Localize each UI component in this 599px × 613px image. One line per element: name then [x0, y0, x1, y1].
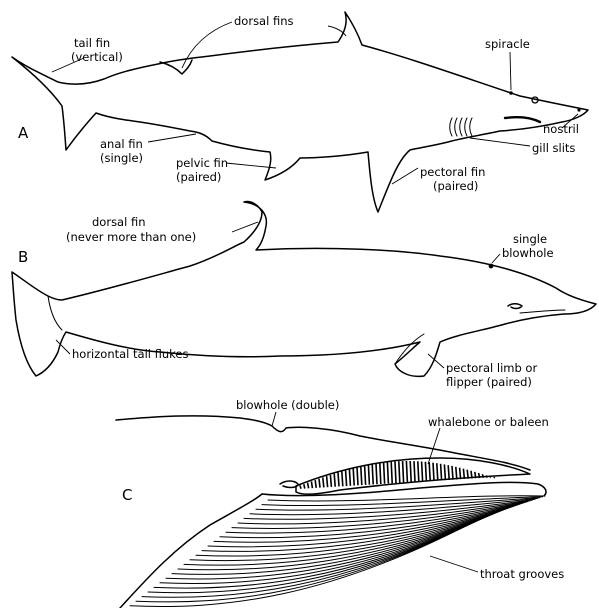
baleen-hatch-line — [311, 481, 312, 488]
label-tail-fin-vertical: (vertical) — [71, 50, 123, 64]
shark-gill-slits — [450, 118, 472, 136]
baleen-hatch-line — [433, 463, 434, 481]
baleen-hatch-line — [368, 465, 369, 485]
shark-nostril-hole — [577, 108, 580, 111]
baleen-hatch-line — [486, 475, 487, 477]
panel-letter-c: C — [122, 486, 132, 504]
baleen-hatch-line — [387, 462, 388, 484]
baleen-hatch-line — [444, 464, 445, 480]
baleen-hatch-line — [330, 475, 331, 487]
baleen-hatch-line — [334, 474, 335, 487]
throat-groove-line — [208, 504, 520, 547]
baleen-hatch-line — [308, 483, 309, 489]
label-blowhole: blowhole — [502, 246, 554, 260]
baleen-hatch-line — [456, 467, 457, 480]
label-pelvic-fin: pelvic fin — [176, 156, 228, 170]
label-baleen: whalebone or baleen — [428, 415, 549, 429]
label-pelvic-fin-paired: (paired) — [176, 170, 221, 184]
baleen-hatch-line — [315, 480, 316, 488]
baleen-hatch-line — [479, 473, 480, 478]
throat-groove-line — [136, 514, 490, 602]
label-anal-fin: anal fin — [100, 137, 143, 151]
baleen-hatch-line — [365, 466, 366, 485]
baleen-hatch-line — [471, 471, 472, 479]
baleen-hatch-line — [395, 461, 396, 483]
baleen-hatch-line — [323, 477, 324, 487]
baleen-hatch-line — [349, 469, 350, 486]
throat-groove-line — [148, 512, 495, 593]
whale-throat-grooves — [130, 496, 545, 607]
dolphin-blowhole-hole — [489, 264, 494, 269]
baleen-hatch-line — [448, 465, 449, 480]
baleen-hatch-line — [437, 463, 438, 480]
label-pectoral-limb: pectoral limb or — [446, 361, 537, 375]
label-flipper-paired: flipper (paired) — [446, 375, 532, 389]
baleen-hatch-line — [372, 464, 373, 484]
baleen-hatch-line — [361, 466, 362, 485]
label-pectoral-fin-paired: (paired) — [433, 179, 478, 193]
baleen-hatch-line — [414, 461, 415, 482]
baleen-hatch-line — [327, 476, 328, 487]
shark-mouth — [505, 117, 540, 122]
baleen-hatch-line — [384, 462, 385, 483]
baleen-hatch-line — [353, 468, 354, 485]
shark-spiracle-hole — [509, 91, 513, 95]
baleen-hatch-line — [342, 471, 343, 486]
baleen-hatch-line — [300, 486, 301, 489]
dolphin-tail-fluke-inner — [48, 296, 62, 330]
label-horizontal-tail-flukes: horizontal tail flukes — [72, 347, 188, 361]
baleen-hatch-line — [391, 462, 392, 484]
dolphin-mouth — [520, 310, 565, 313]
whale-eye — [280, 481, 298, 488]
baleen-hatch-line — [482, 474, 483, 478]
baleen-hatch-line — [494, 477, 495, 478]
baleen-hatch-line — [490, 477, 491, 478]
label-anal-fin-single: (single) — [100, 151, 143, 165]
baleen-hatch-line — [418, 461, 419, 481]
baleen-hatch-line — [319, 479, 320, 488]
label-pectoral-fin: pectoral fin — [420, 165, 485, 179]
dolphin-eye — [508, 304, 522, 309]
baleen-hatch-line — [399, 461, 400, 483]
baleen-hatch-line — [357, 467, 358, 485]
baleen-hatch-line — [304, 484, 305, 488]
baleen-hatch-line — [475, 472, 476, 478]
label-single: single — [513, 232, 547, 246]
baleen-hatch-line — [403, 461, 404, 483]
baleen-hatch-line — [346, 470, 347, 486]
label-tail-fin: tail fin — [74, 36, 110, 50]
panel-letter-a: A — [18, 124, 29, 142]
baleen-hatch-line — [467, 470, 468, 479]
baleen-hatch-line — [452, 466, 453, 480]
baleen-hatch-line — [429, 462, 430, 481]
baleen-hatch-line — [406, 461, 407, 482]
baleen-hatch-line — [338, 472, 339, 486]
baleen-hatch-line — [460, 468, 461, 479]
label-dorsal-fins: dorsal fins — [234, 14, 293, 28]
baleen-hatch-line — [425, 462, 426, 481]
label-gill-slits: gill slits — [532, 141, 575, 155]
panel-letter-b: B — [18, 248, 28, 266]
label-dorsal-fin-note: (never more than one) — [66, 230, 196, 244]
label-dorsal-fin: dorsal fin — [92, 215, 146, 229]
baleen-hatch-line — [410, 461, 411, 482]
baleen-hatch-line — [441, 464, 442, 481]
label-throat-grooves: throat grooves — [480, 567, 564, 581]
baleen-hatch-line — [463, 469, 464, 479]
label-blowhole-double: blowhole (double) — [236, 398, 339, 412]
label-spiracle: spiracle — [485, 37, 530, 51]
baleen-hatch-line — [422, 462, 423, 482]
baleen-hatch-line — [376, 464, 377, 485]
dolphin-labels: B dorsal fin (never more than one) singl… — [18, 215, 554, 389]
label-nostril: nostril — [543, 122, 579, 136]
shark-labels: A tail fin (vertical) dorsal fins spirac… — [18, 14, 579, 193]
baleen-hatch-line — [380, 463, 381, 484]
